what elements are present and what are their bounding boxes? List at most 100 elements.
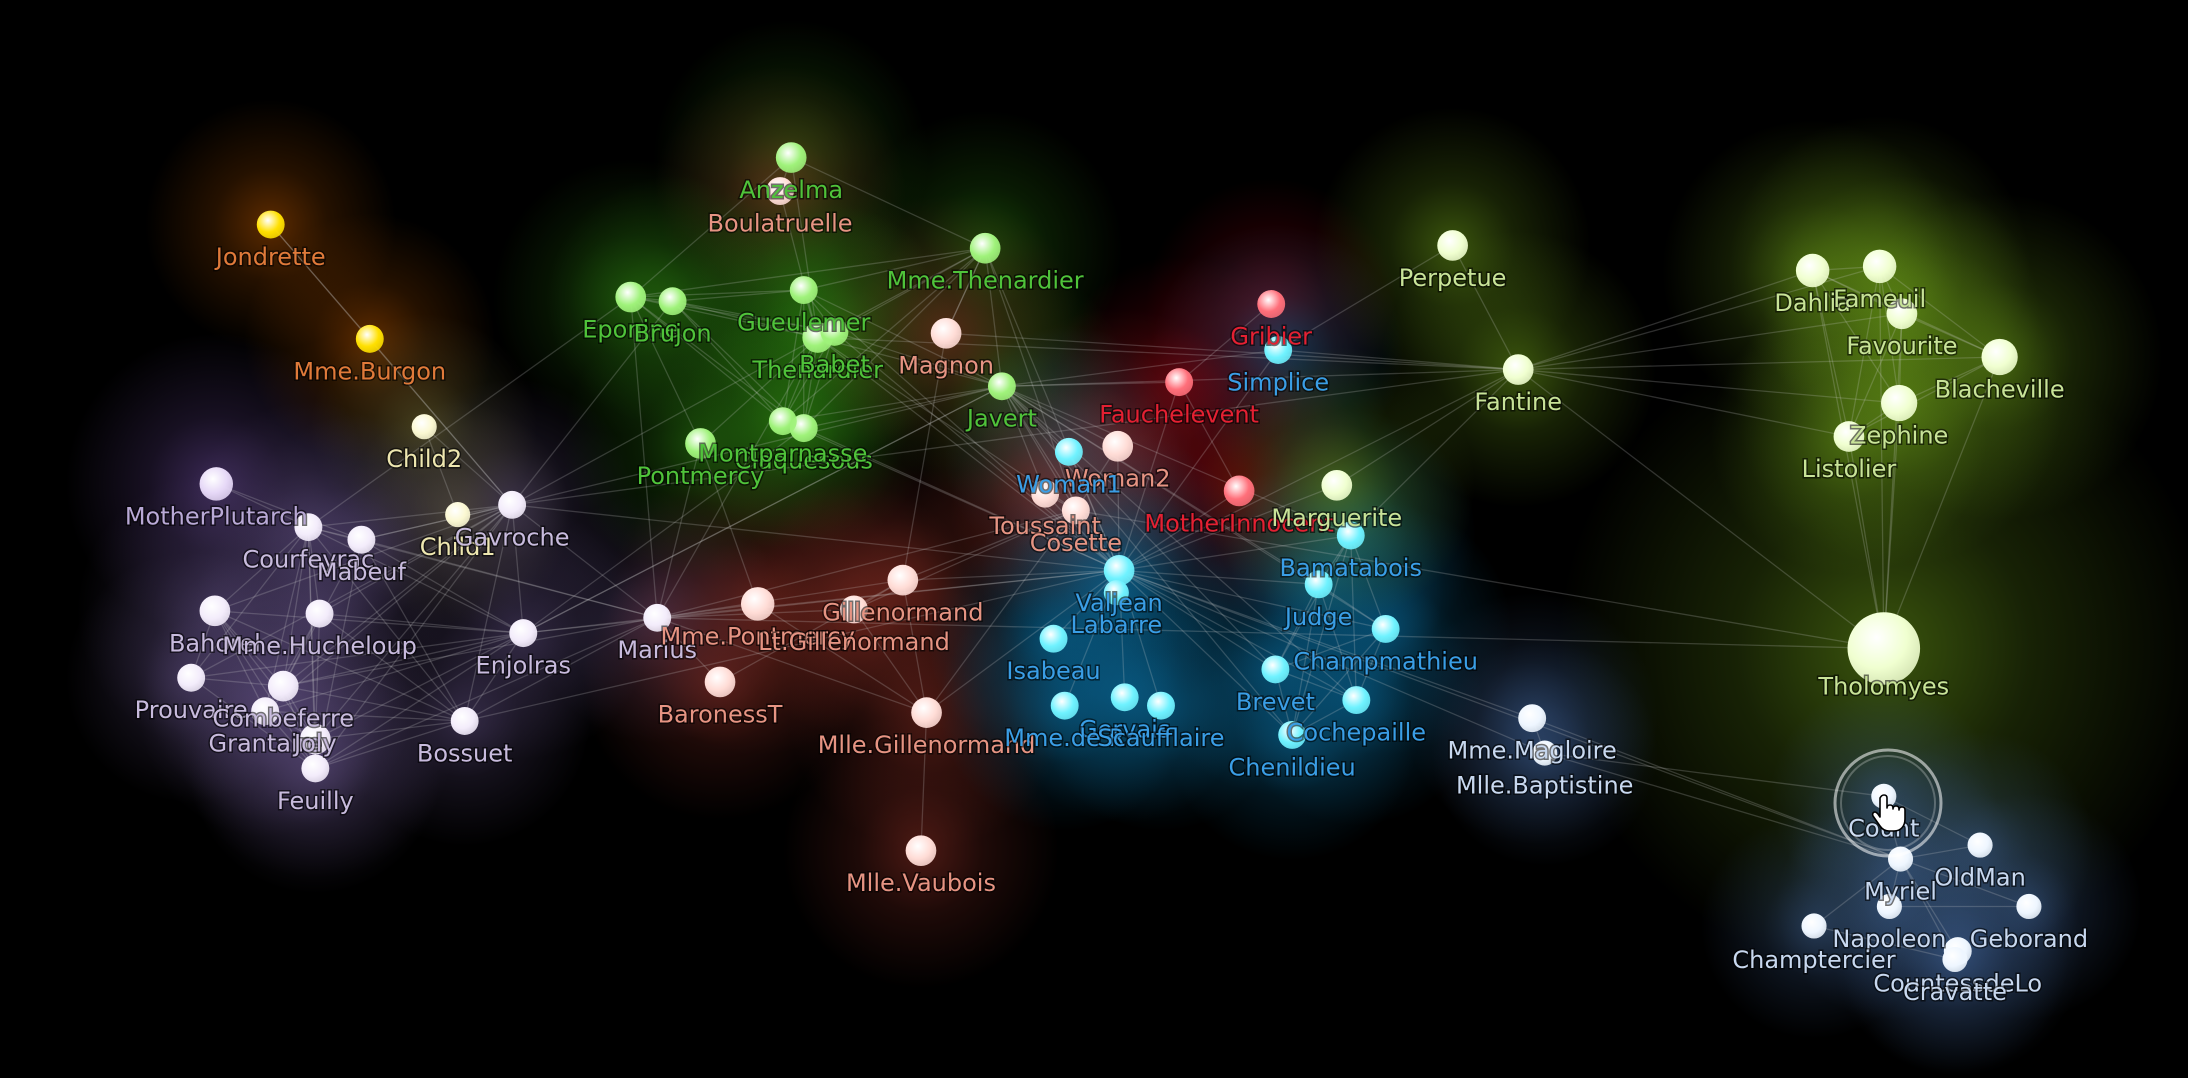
graph-edge xyxy=(315,632,524,740)
graph-node[interactable] xyxy=(1801,913,1827,939)
graph-edge xyxy=(803,247,986,429)
graph-edge xyxy=(1848,356,2000,438)
node-label: Fameuil xyxy=(1833,285,1926,313)
graph-node[interactable] xyxy=(355,324,384,353)
graph-edge xyxy=(700,337,819,444)
graph-edge xyxy=(1883,313,1903,649)
graph-edge xyxy=(1848,313,1903,437)
graph-node[interactable] xyxy=(411,414,437,440)
graph-node[interactable] xyxy=(1261,655,1290,684)
graph-node[interactable] xyxy=(930,317,962,349)
graph-node[interactable] xyxy=(1342,686,1371,715)
graph-node[interactable] xyxy=(969,232,1001,264)
graph-node[interactable] xyxy=(199,467,234,501)
graph-node[interactable] xyxy=(1102,430,1134,462)
graph-node[interactable] xyxy=(1054,437,1083,466)
graph-node[interactable] xyxy=(1050,691,1079,720)
node-label: Enjolras xyxy=(476,652,571,680)
graph-node[interactable] xyxy=(199,595,231,627)
node-label: Bamatabois xyxy=(1280,554,1422,582)
graph-node[interactable] xyxy=(1437,230,1468,261)
graph-node[interactable] xyxy=(911,697,942,728)
graph-node[interactable] xyxy=(1862,249,1897,284)
graph-node[interactable] xyxy=(887,564,919,596)
graph-node[interactable] xyxy=(615,281,647,313)
graph-node[interactable] xyxy=(305,599,334,628)
graph-node[interactable] xyxy=(256,210,285,239)
graph-node[interactable] xyxy=(347,525,376,554)
graph-node[interactable] xyxy=(300,723,331,755)
graph-node[interactable] xyxy=(1264,336,1293,364)
graph-node[interactable] xyxy=(775,142,807,173)
graph-edge xyxy=(1350,535,1357,701)
graph-node[interactable] xyxy=(1532,740,1558,766)
graph-node[interactable] xyxy=(177,663,206,692)
graph-edge xyxy=(834,331,1003,387)
graph-node[interactable] xyxy=(1110,683,1139,712)
graph-node[interactable] xyxy=(1795,253,1830,288)
graph-node[interactable] xyxy=(445,502,471,528)
graph-node[interactable] xyxy=(704,666,736,698)
graph-node[interactable] xyxy=(267,670,299,702)
graph-edge xyxy=(1118,569,1357,701)
graph-node[interactable] xyxy=(820,317,849,346)
graph-node[interactable] xyxy=(1876,893,1902,920)
graph-node[interactable] xyxy=(685,428,716,459)
graph-node[interactable] xyxy=(789,414,818,443)
graph-node[interactable] xyxy=(1165,368,1194,397)
graph-node[interactable] xyxy=(1061,496,1090,525)
graph-node[interactable] xyxy=(768,407,797,436)
graph-edge xyxy=(214,610,524,634)
graph-node[interactable] xyxy=(301,754,330,783)
graph-node[interactable] xyxy=(1321,469,1353,501)
node-label: Jondrette xyxy=(214,243,326,271)
node-label: Myriel xyxy=(1864,877,1937,905)
graph-node[interactable] xyxy=(1304,570,1333,599)
graph-node[interactable] xyxy=(1371,614,1400,643)
graph-node[interactable] xyxy=(1278,720,1307,749)
graph-node[interactable] xyxy=(450,707,479,735)
graph-edge xyxy=(522,427,805,634)
graph-node[interactable] xyxy=(789,276,818,305)
graph-node[interactable] xyxy=(1833,421,1865,452)
graph-node[interactable] xyxy=(1847,612,1921,685)
graph-node[interactable] xyxy=(1981,338,2018,376)
graph-node[interactable] xyxy=(1942,946,1968,973)
graph-node[interactable] xyxy=(1147,691,1175,720)
node-label: Mlle.Baptistine xyxy=(1456,772,1633,800)
graph-node[interactable] xyxy=(1336,521,1365,550)
graph-edge xyxy=(902,509,1077,581)
graph-node[interactable] xyxy=(294,513,323,542)
node-label: Anzelma xyxy=(739,176,843,204)
graph-node[interactable] xyxy=(1967,832,1993,858)
graph-node[interactable] xyxy=(658,287,687,316)
graph-node[interactable] xyxy=(1518,704,1547,733)
graph-node[interactable] xyxy=(1502,354,1534,385)
graph-node[interactable] xyxy=(1103,580,1129,606)
graph-node[interactable] xyxy=(1257,290,1286,318)
graph-edge xyxy=(656,337,819,619)
graph-node[interactable] xyxy=(1039,624,1068,653)
graph-node[interactable] xyxy=(987,372,1016,401)
graph-node[interactable] xyxy=(740,587,775,621)
graph-node[interactable] xyxy=(251,697,280,726)
graph-node[interactable] xyxy=(766,177,794,206)
graph-node[interactable] xyxy=(1223,475,1255,507)
graph-node[interactable] xyxy=(905,835,937,867)
graph-node[interactable] xyxy=(1031,479,1060,508)
graph-node[interactable] xyxy=(1886,298,1918,330)
graph-node[interactable] xyxy=(1881,384,1918,422)
graph-edge xyxy=(1044,493,1120,571)
graph-node[interactable] xyxy=(840,595,868,624)
graph-node[interactable] xyxy=(1103,555,1135,586)
graph-node[interactable] xyxy=(643,603,672,632)
graph-node[interactable] xyxy=(509,619,538,648)
graph-node[interactable] xyxy=(2016,893,2042,920)
graph-node[interactable] xyxy=(498,490,527,519)
hover-ring-inner xyxy=(1840,755,1936,851)
graph-edge xyxy=(512,504,1120,572)
graph-edge xyxy=(511,504,658,619)
graph-edge xyxy=(1883,795,1981,846)
